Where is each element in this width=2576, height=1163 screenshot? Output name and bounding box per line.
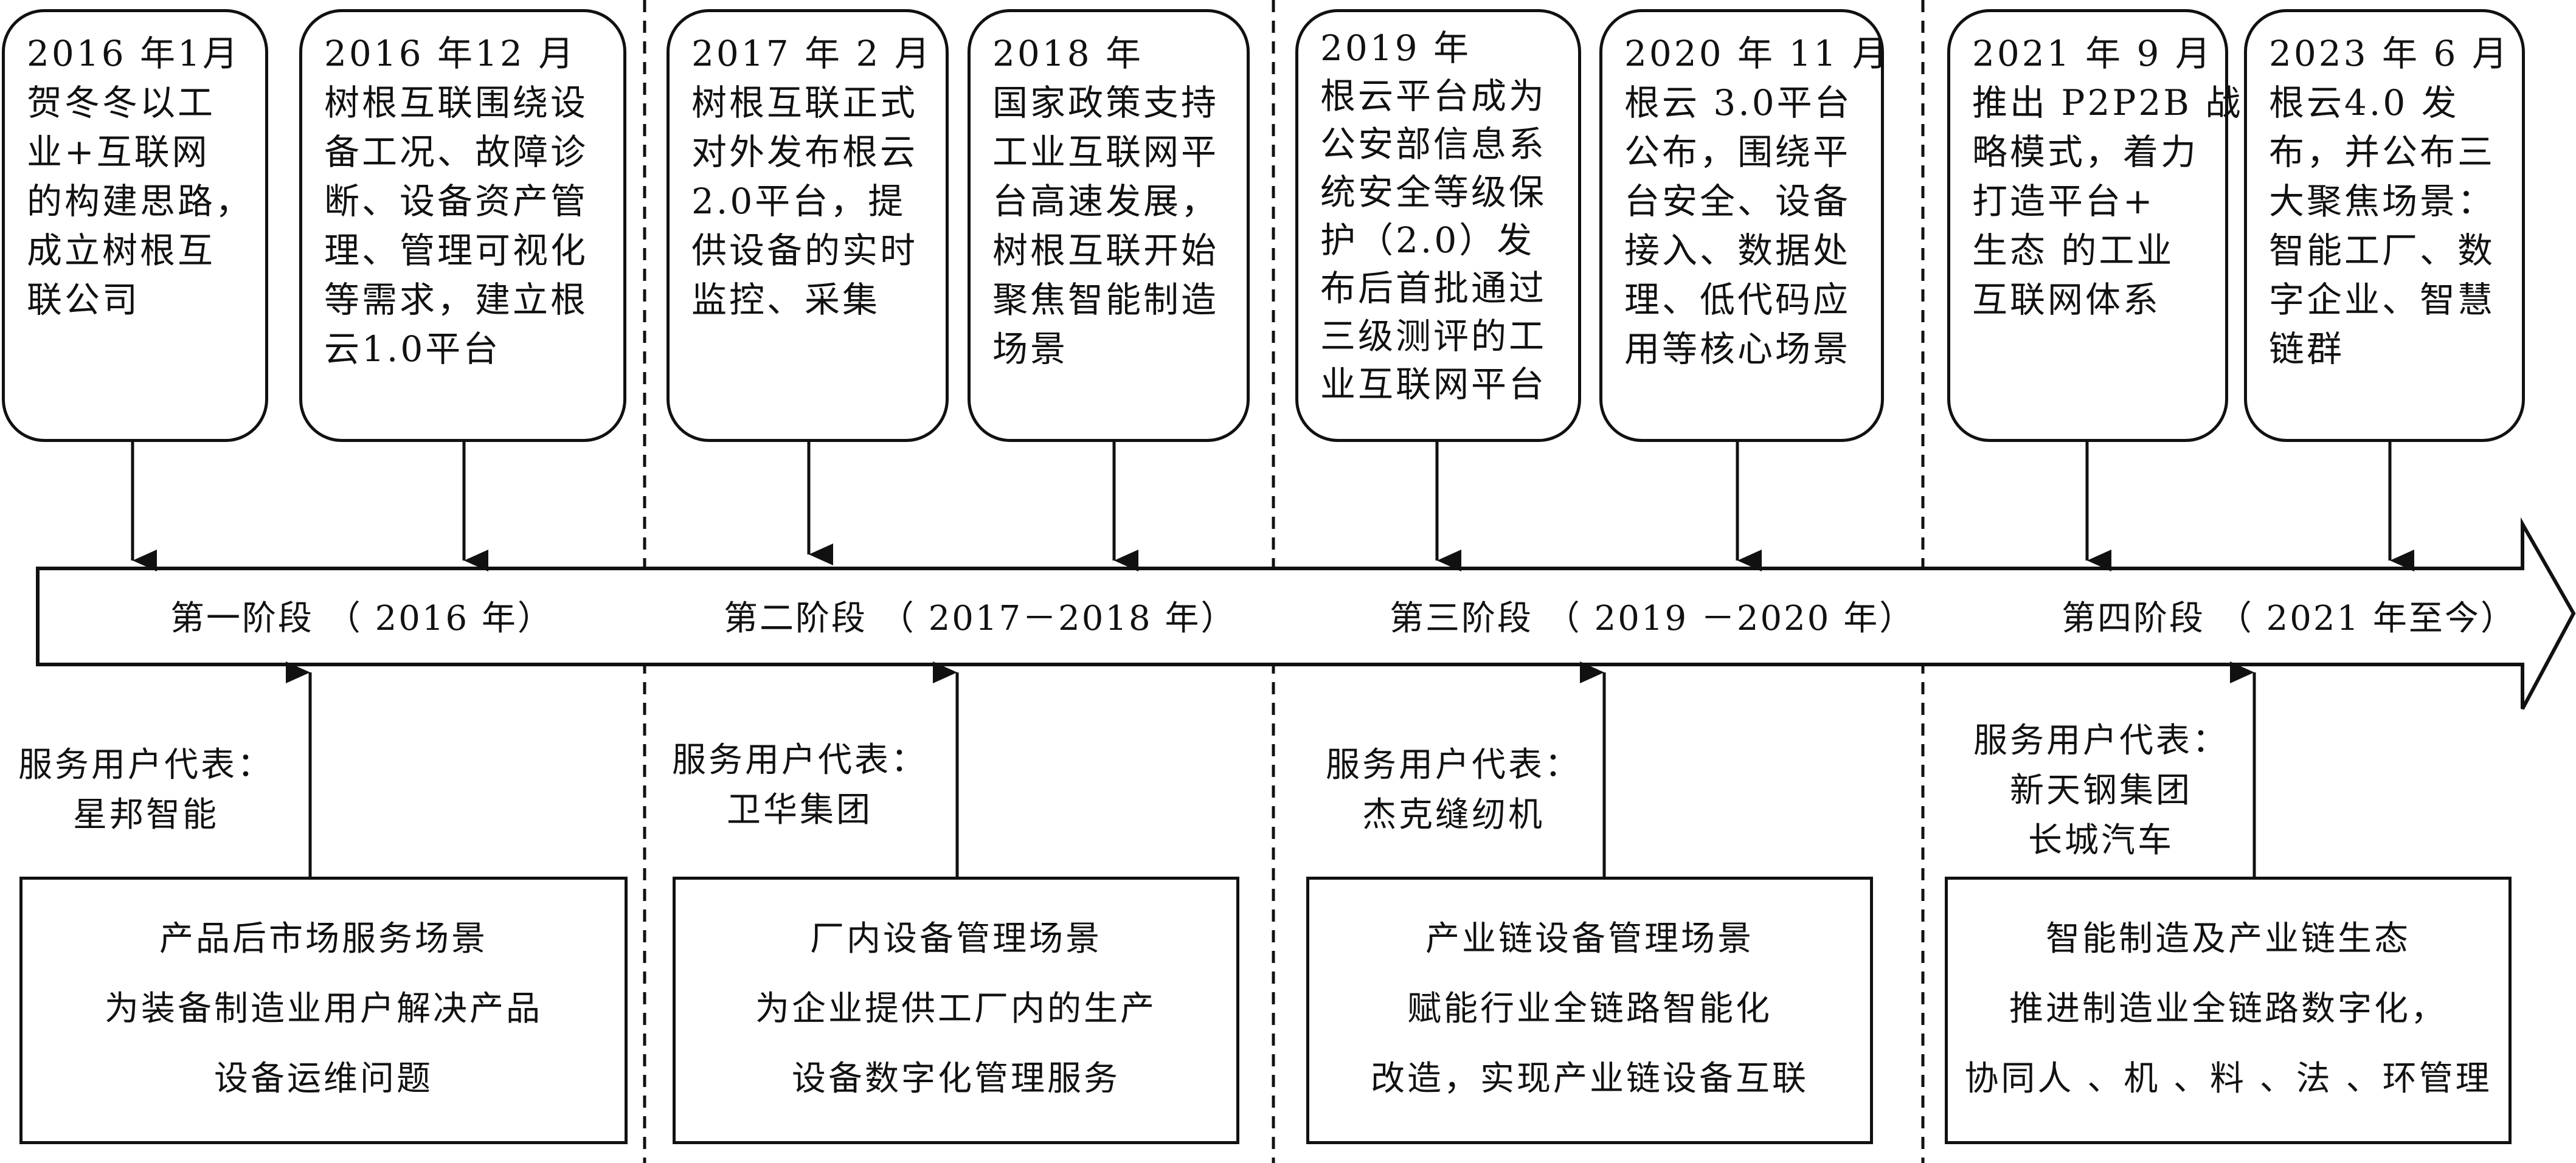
phase-label: 第一阶段 （ 2016 年）: [170, 599, 553, 638]
event-text: 大聚焦场景：: [2269, 181, 2496, 222]
event-text: 成立树根互: [27, 230, 216, 271]
user-name: 星邦智能: [73, 795, 219, 835]
event-text: 2020 年 11 月: [1624, 33, 1890, 74]
event-card: 2017 年 2 月 树根互联正式 对外发布根云 2.0平台，提 供设备的实时 …: [667, 9, 949, 442]
event-text: 理、低代码应: [1624, 279, 1851, 320]
event-text: 2021 年 9 月: [1972, 33, 2213, 74]
event-text: 云1.0平台: [324, 328, 501, 370]
user-representatives: 服务用户代表： 卫华集团: [660, 736, 940, 835]
event-text: 理、管理可视化: [324, 230, 589, 271]
scene-title: 厂内设备管理场景: [810, 919, 1102, 959]
event-text: 布，并公布三: [2269, 131, 2496, 173]
event-text: 三级测评的工: [1320, 316, 1547, 357]
event-text: 备工况、故障诊: [324, 131, 589, 173]
event-text: 生态 的工业: [1972, 230, 2175, 271]
event-text: 工业互联网平: [992, 131, 1219, 173]
event-text: 2.0平台，提: [691, 181, 906, 222]
event-text: 台高速发展，: [992, 181, 1219, 222]
event-text: 2017 年 2 月: [691, 33, 932, 74]
user-representatives: 服务用户代表： 新天钢集团 长城汽车: [1961, 716, 2241, 866]
phase-label: 第四阶段 （ 2021 年至今）: [2062, 599, 2516, 638]
scene-box: 智能制造及产业链生态 推进制造业全链路数字化， 协同人 、机 、料 、法 、环管…: [1945, 877, 2512, 1144]
scene-text: 改造，实现产业链设备互联: [1371, 1059, 1809, 1099]
event-text: 公安部信息系: [1320, 123, 1547, 165]
event-text: 互联网体系: [1972, 279, 2161, 320]
event-card: 2018 年 国家政策支持 工业互联网平 台高速发展， 树根互联开始 聚焦智能制…: [968, 9, 1250, 442]
users-heading: 服务用户代表：: [1326, 745, 1581, 785]
phase-label: 第三阶段 （ 2019 －2020 年）: [1390, 599, 1916, 638]
scene-box: 产业链设备管理场景 赋能行业全链路智能化 改造，实现产业链设备互联: [1306, 877, 1873, 1144]
event-card: 2020 年 11 月 根云 3.0平台 公布，围绕平 台安全、设备 接入、数据…: [1599, 9, 1890, 442]
scene-text: 赋能行业全链路智能化: [1407, 989, 1772, 1029]
scene-text: 设备数字化管理服务: [792, 1059, 1120, 1099]
user-name: 卫华集团: [727, 790, 873, 830]
event-text: 2018 年: [992, 33, 1144, 74]
users-heading: 服务用户代表：: [1973, 721, 2229, 761]
event-text: 智能工厂、数: [2269, 230, 2496, 271]
event-text: 台安全、设备: [1624, 181, 1851, 222]
event-text: 2019 年: [1320, 27, 1472, 69]
event-card: 2016 年1月 贺冬冬以工 业+互联网 的构建思路， 成立树根互 联公司: [2, 9, 268, 442]
event-card: 2019 年 根云平台成为 公安部信息系 统安全等级保 护（2.0）发 布后首批…: [1295, 9, 1581, 442]
event-text: 场景: [992, 328, 1068, 370]
user-name: 长城汽车: [2028, 821, 2174, 860]
event-text: 字企业、智慧: [2269, 279, 2496, 320]
event-text: 公布，围绕平: [1624, 131, 1851, 173]
scene-text: 为装备制造业用户解决产品: [105, 989, 542, 1029]
event-text: 根云4.0 发: [2269, 82, 2459, 123]
event-text: 国家政策支持: [992, 82, 1219, 123]
event-text: 树根互联围绕设: [324, 82, 589, 123]
scene-text: 推进制造业全链路数字化，: [2009, 989, 2447, 1029]
event-card: 2016 年12 月 树根互联围绕设 备工况、故障诊 断、设备资产管 理、管理可…: [299, 9, 626, 442]
event-text: 2016 年1月: [27, 33, 240, 74]
event-text: 2023 年 6 月: [2269, 33, 2510, 74]
event-text: 根云 3.0平台: [1624, 82, 1852, 123]
user-name: 新天钢集团: [2010, 771, 2192, 810]
phase-label: 第二阶段 （ 2017－2018 年）: [724, 599, 1237, 638]
user-name: 杰克缝纫机: [1362, 795, 1545, 835]
event-text: 业+互联网: [27, 131, 210, 173]
event-text: 的构建思路，: [27, 181, 254, 222]
event-text: 打造平台+: [1972, 181, 2155, 222]
scene-text: 为企业提供工厂内的生产: [755, 989, 1157, 1029]
event-text: 护（2.0）发: [1320, 219, 1535, 261]
event-text: 对外发布根云: [691, 131, 918, 173]
users-heading: 服务用户代表：: [672, 740, 927, 780]
event-text: 统安全等级保: [1320, 171, 1547, 213]
event-text: 根云平台成为: [1320, 75, 1547, 117]
event-text: 聚焦智能制造: [992, 279, 1219, 320]
event-text: 推出 P2P2B 战: [1972, 82, 2243, 123]
event-text: 布后首批通过: [1320, 267, 1547, 309]
users-heading: 服务用户代表：: [18, 745, 274, 785]
event-text: 业互联网平台: [1320, 364, 1547, 405]
scene-text: 设备运维问题: [214, 1059, 433, 1099]
scene-text: 协同人 、机 、料 、法 、环管理: [1964, 1059, 2492, 1099]
event-text: 监控、采集: [691, 279, 881, 320]
event-text: 2016 年12 月: [324, 33, 576, 74]
event-card: 2021 年 9 月 推出 P2P2B 战 略模式，着力 打造平台+ 生态 的工…: [1947, 9, 2243, 442]
event-text: 断、设备资产管: [324, 181, 589, 222]
event-text: 接入、数据处: [1624, 230, 1851, 271]
event-card: 2023 年 6 月 根云4.0 发 布，并公布三 大聚焦场景： 智能工厂、数 …: [2244, 9, 2525, 442]
user-representatives: 服务用户代表： 星邦智能: [6, 740, 286, 840]
event-text: 树根互联开始: [992, 230, 1219, 271]
scene-title: 产品后市场服务场景: [159, 919, 488, 959]
event-text: 链群: [2269, 328, 2345, 370]
event-text: 树根互联正式: [691, 82, 918, 123]
event-text: 略模式，着力: [1972, 131, 2199, 173]
event-text: 用等核心场景: [1624, 328, 1851, 370]
event-text: 供设备的实时: [691, 230, 918, 271]
scene-box: 厂内设备管理场景 为企业提供工厂内的生产 设备数字化管理服务: [673, 877, 1239, 1144]
timeline-arrow: [36, 517, 2576, 710]
scene-box: 产品后市场服务场景 为装备制造业用户解决产品 设备运维问题: [19, 877, 628, 1144]
event-text: 等需求，建立根: [324, 279, 589, 320]
user-representatives: 服务用户代表： 杰克缝纫机: [1314, 740, 1593, 840]
scene-title: 智能制造及产业链生态: [2046, 919, 2411, 959]
scene-title: 产业链设备管理场景: [1425, 919, 1754, 959]
event-text: 贺冬冬以工: [27, 82, 216, 123]
event-text: 联公司: [27, 279, 140, 320]
